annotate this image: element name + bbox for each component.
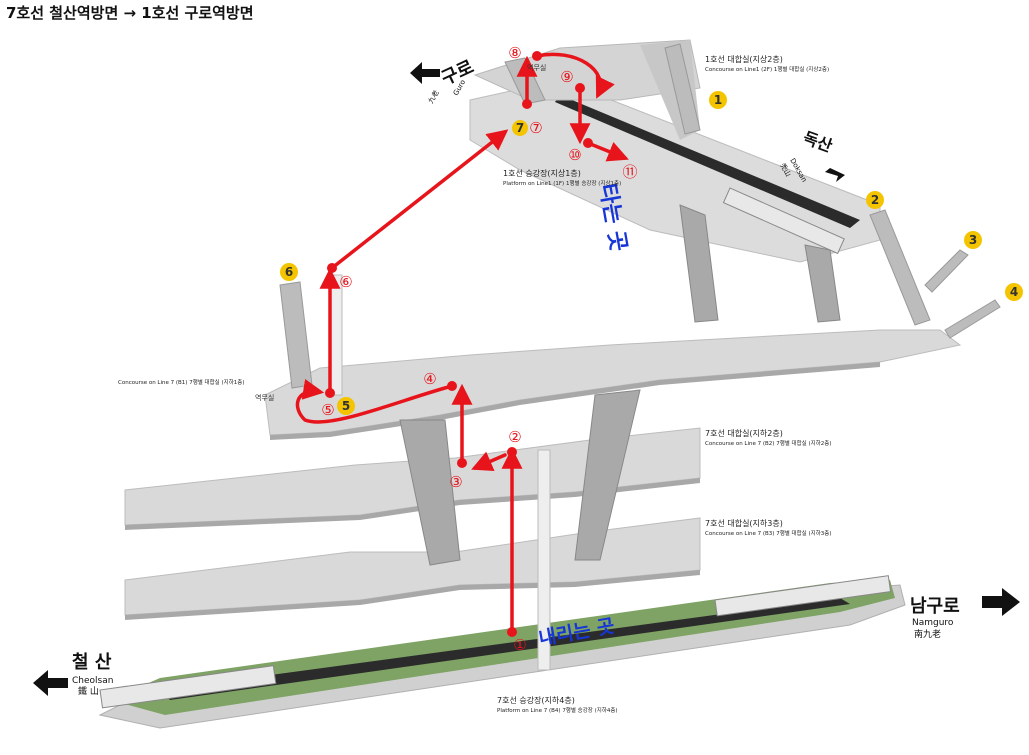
l7-b1-en: Concourse on Line 7 (B1) 7행별 대합실 (지하1층) [118, 378, 244, 386]
stair-exit-3 [925, 250, 968, 292]
step-4: ④ [423, 370, 436, 388]
direction-namguro: 남구로 Namguro 南九老 [910, 588, 1020, 640]
svg-text:철 산: 철 산 [72, 652, 112, 673]
arrow-right-icon [982, 588, 1020, 616]
svg-text:3: 3 [969, 233, 977, 247]
svg-text:2: 2 [871, 193, 879, 207]
l1-platform-en: Platform on Line1 (1F) 1행별 승강장 (지상1층) [503, 179, 621, 187]
office-label-top: 역무실 [527, 63, 546, 72]
direction-guro: 구로 Guro 九老 [410, 56, 477, 105]
l7-b3-ko: 7호선 대합실(지하3층) [705, 518, 783, 528]
exit-badge-6: 6 [280, 263, 298, 281]
step-10: ⑩ [568, 146, 581, 164]
exit-badge-5: 5 [337, 397, 355, 415]
step-7: ⑦ [529, 119, 542, 137]
exit-badge-3: 3 [964, 231, 982, 249]
escalator-line1-right [805, 245, 840, 322]
svg-text:7: 7 [516, 121, 524, 135]
exit-badge-7: 7 [512, 120, 528, 136]
arrow-left-icon [33, 670, 68, 696]
step-1: ① [513, 636, 526, 654]
route-seg-6-7 [332, 132, 505, 268]
exit-badge-1: 1 [709, 91, 727, 109]
stair-exit-4 [945, 300, 1000, 338]
svg-text:九老: 九老 [426, 88, 441, 105]
office-label-mid: 역무실 [255, 393, 274, 402]
step-8: ⑧ [508, 44, 521, 62]
l1-concourse-en: Concourse on Line1 (2F) 1행별 대합실 (지상2층) [705, 65, 829, 73]
svg-text:Namguro: Namguro [912, 618, 954, 628]
svg-text:6: 6 [285, 265, 293, 279]
stair-exit-6 [280, 282, 312, 388]
svg-text:Cheolsan: Cheolsan [72, 676, 113, 686]
l1-platform-ko: 1호선 승강장(지상1층) [503, 168, 581, 178]
svg-text:4: 4 [1010, 285, 1018, 299]
svg-text:남구로: 남구로 [910, 596, 960, 617]
svg-text:1: 1 [714, 93, 722, 107]
l7-b2-en: Concourse on Line 7 (B2) 7행별 대합실 (지하2층) [705, 439, 831, 447]
line7-concourse-b3 [125, 518, 700, 620]
exit-badge-4: 4 [1005, 283, 1023, 301]
step-5: ⑤ [321, 401, 334, 419]
direction-doksan: 독산 Doksan 禿山 [778, 128, 845, 184]
step-9: ⑨ [560, 68, 573, 86]
svg-text:南九老: 南九老 [914, 628, 941, 640]
arrow-left-icon [410, 62, 440, 84]
stair-exit-2 [870, 210, 930, 325]
step-11: ⑪ [622, 163, 637, 181]
l7-b2-ko: 7호선 대합실(지하2층) [705, 428, 783, 438]
step-6: ⑥ [339, 273, 352, 291]
l7-b4-ko: 7호선 승강장(지하4층) [497, 695, 575, 705]
step-3: ③ [449, 473, 462, 491]
svg-text:독산: 독산 [801, 128, 835, 156]
svg-text:鐵 山: 鐵 山 [78, 685, 99, 697]
l7-b4-en: Platform on Line 7 (B4) 7행별 승강장 (지하4층) [497, 706, 618, 714]
svg-text:5: 5 [342, 399, 350, 413]
step-2: ② [508, 428, 521, 446]
exit-badge-2: 2 [866, 191, 884, 209]
l7-b3-en: Concourse on Line 7 (B3) 7행별 대합실 (지하3층) [705, 529, 831, 537]
l1-concourse-ko: 1호선 대합실(지상2층) [705, 54, 783, 64]
arrow-right-icon [825, 168, 845, 182]
